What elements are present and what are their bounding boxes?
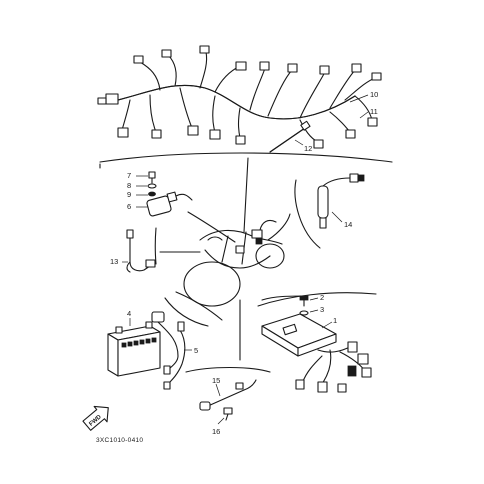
bracket-bottom [185, 366, 271, 373]
callout-4: 4 [127, 309, 131, 318]
section-divider-top [99, 152, 393, 163]
callout-7: 7 [127, 171, 131, 180]
fwd-arrow-icon: FWD [82, 405, 109, 431]
callout-15: 15 [212, 376, 220, 385]
cdi-unit[interactable] [261, 313, 372, 393]
callout-1: 1 [333, 316, 337, 325]
washer-9[interactable] [148, 191, 156, 197]
motorcycle-silhouette [183, 219, 285, 307]
callout-9: 9 [127, 190, 131, 199]
sensor-13[interactable] [126, 229, 156, 273]
callout-11: 11 [370, 107, 378, 116]
leader-line [243, 157, 249, 233]
bracket-lower-right [257, 292, 377, 307]
washer-3[interactable] [299, 310, 309, 316]
callout-14: 14 [344, 220, 352, 229]
callout-3: 3 [320, 305, 324, 314]
relay-unit[interactable] [146, 191, 193, 217]
cable-tie[interactable] [269, 120, 311, 153]
callout-12: 12 [304, 144, 312, 153]
screw-2[interactable] [299, 295, 309, 307]
washer-8[interactable] [147, 183, 157, 189]
callout-8: 8 [127, 181, 131, 190]
callout-13: 13 [110, 257, 118, 266]
callout-16: 16 [212, 427, 220, 436]
battery[interactable] [107, 321, 161, 377]
bracket-left [154, 227, 157, 265]
switch-14[interactable] [317, 173, 365, 229]
callout-2: 2 [320, 293, 324, 302]
wire-harness[interactable] [97, 45, 382, 149]
callout-6: 6 [127, 202, 131, 211]
sensor-lead-15[interactable] [199, 379, 257, 411]
callout-10: 10 [370, 90, 378, 99]
battery-leads[interactable] [151, 311, 186, 390]
bracket-lower-left [164, 297, 209, 327]
bolt-16[interactable] [223, 407, 233, 421]
bracket-right [294, 179, 321, 249]
bolt-7[interactable] [148, 171, 156, 184]
callout-5: 5 [194, 346, 198, 355]
drawing-code: 3XC1010-0410 [96, 437, 143, 444]
